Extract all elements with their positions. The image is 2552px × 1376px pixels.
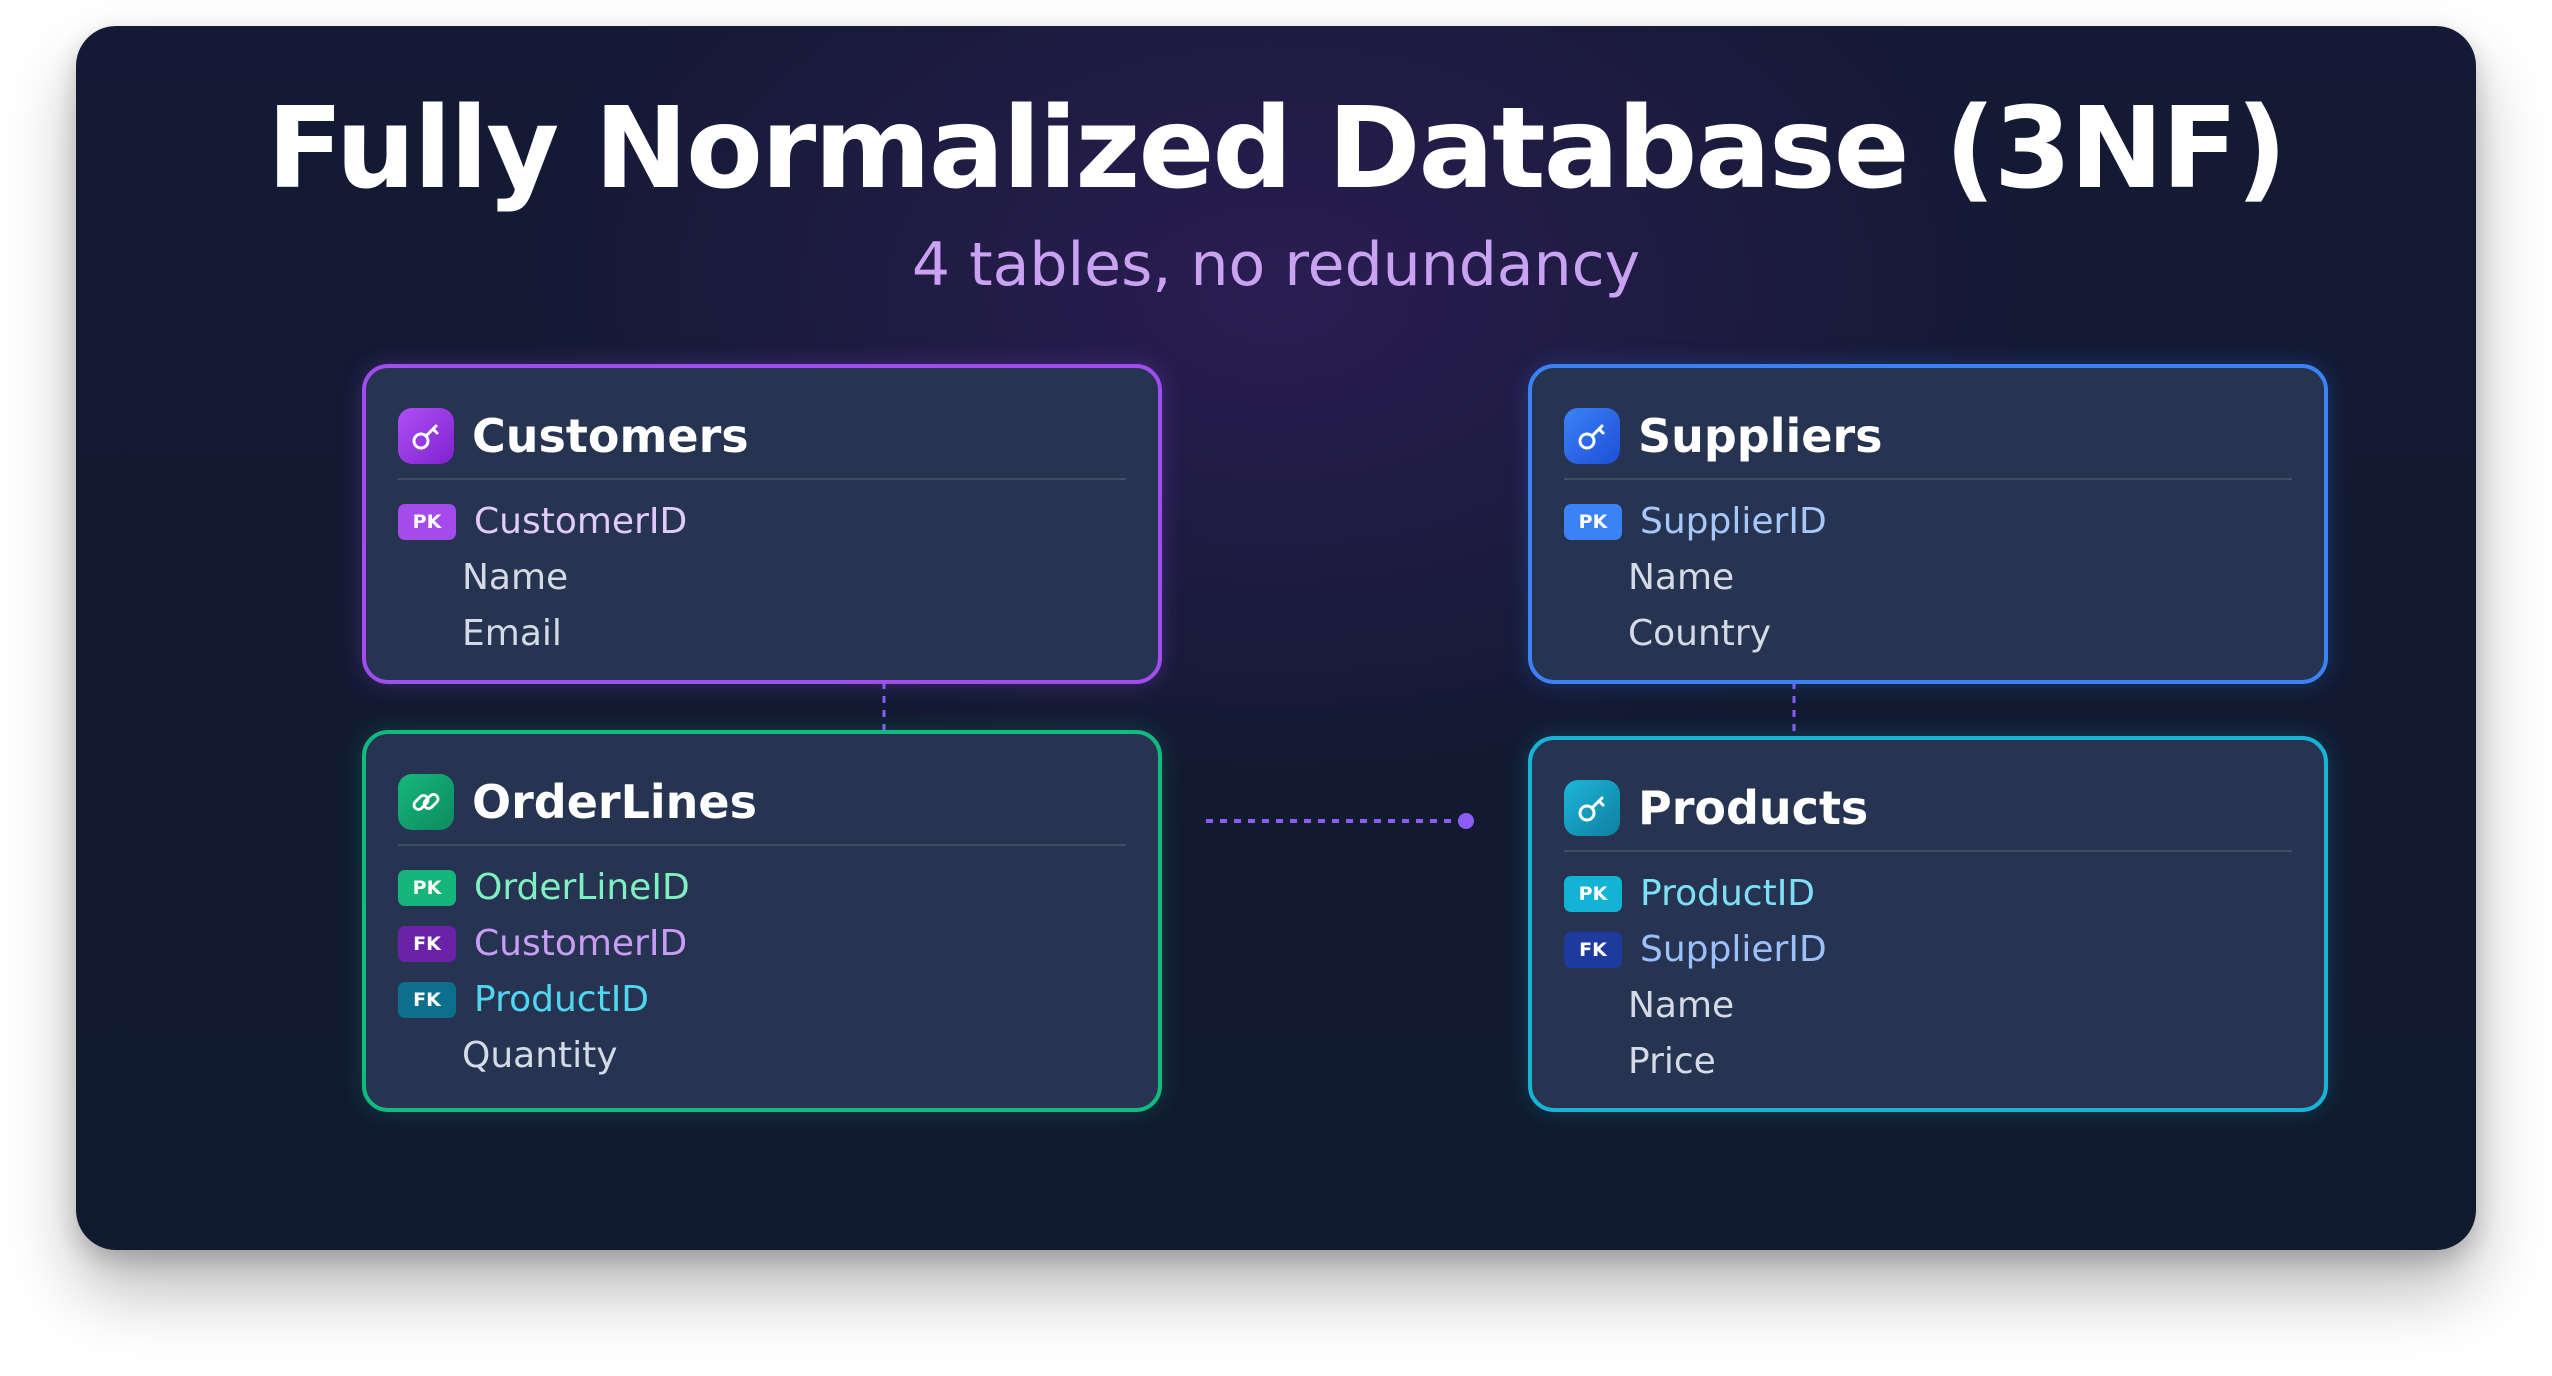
field-name: Name: [1628, 557, 1735, 598]
connector-endpoint-dot: [1458, 813, 1474, 829]
table-header: Suppliers: [1564, 408, 2292, 480]
field-name: CustomerID: [474, 501, 688, 542]
table-products[interactable]: Products PK ProductID FK SupplierID Name…: [1528, 736, 2328, 1112]
link-icon: [398, 774, 454, 830]
table-customers[interactable]: Customers PK CustomerID Name Email: [362, 364, 1162, 684]
key-icon: [1564, 408, 1620, 464]
pk-badge: PK: [398, 870, 456, 906]
fk-badge: FK: [1564, 932, 1622, 968]
table-name: Suppliers: [1638, 409, 1883, 463]
field-name: SupplierID: [1640, 929, 1827, 970]
table-suppliers[interactable]: Suppliers PK SupplierID Name Country: [1528, 364, 2328, 684]
field-name: OrderLineID: [474, 867, 690, 908]
fk-badge: FK: [398, 926, 456, 962]
field-name: CustomerID: [474, 923, 688, 964]
table-orderlines[interactable]: OrderLines PK OrderLineID FK CustomerID …: [362, 730, 1162, 1112]
fk-badge: FK: [398, 982, 456, 1018]
field-name: Quantity: [462, 1035, 618, 1076]
field-name: Name: [1628, 985, 1735, 1026]
table-header: OrderLines: [398, 774, 1126, 846]
table-header: Customers: [398, 408, 1126, 480]
table-name: Customers: [472, 409, 749, 463]
field-name: SupplierID: [1640, 501, 1827, 542]
pk-badge: PK: [1564, 504, 1622, 540]
diagram-title: Fully Normalized Database (3NF): [266, 84, 2287, 214]
key-icon: [398, 408, 454, 464]
key-icon: [1564, 780, 1620, 836]
pk-badge: PK: [1564, 876, 1622, 912]
diagram-subtitle: 4 tables, no redundancy: [911, 230, 1641, 300]
relationship-connectors: [882, 682, 1796, 829]
field-name: Country: [1628, 613, 1772, 654]
diagram-card: Fully Normalized Database (3NF) 4 tables…: [76, 26, 2476, 1250]
table-name: OrderLines: [472, 775, 758, 829]
field-name: ProductID: [1640, 873, 1816, 914]
field-name: ProductID: [474, 979, 650, 1020]
field-name: Name: [462, 557, 569, 598]
field-name: Email: [462, 613, 562, 654]
pk-badge: PK: [398, 504, 456, 540]
table-header: Products: [1564, 780, 2292, 852]
field-name: Price: [1628, 1041, 1716, 1082]
table-name: Products: [1638, 781, 1869, 835]
